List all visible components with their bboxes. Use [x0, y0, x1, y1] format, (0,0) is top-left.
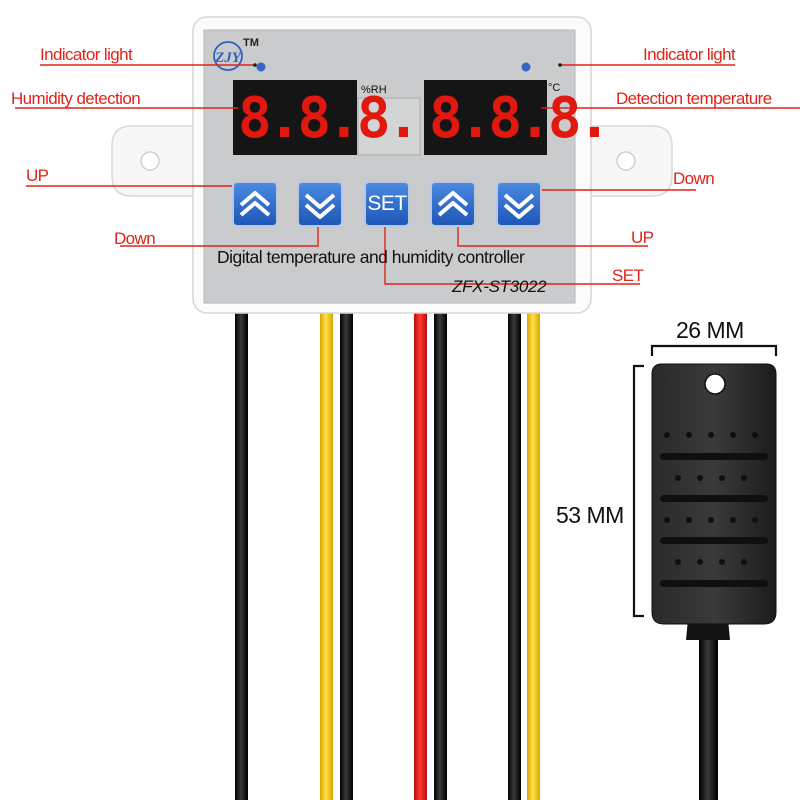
callout-up-right: UP — [631, 228, 654, 247]
controller-wires — [235, 312, 540, 800]
sensor-width-label: 26 MM — [676, 317, 744, 343]
set-button[interactable]: SET — [364, 181, 410, 227]
callout-down-left: Down — [114, 229, 156, 248]
temperature-display-window — [424, 80, 547, 155]
down-button-right[interactable] — [496, 181, 542, 227]
humidity-unit-label: %RH — [361, 84, 387, 96]
wire-black-4 — [508, 312, 521, 800]
width-bracket — [650, 344, 778, 356]
model-number: ZFX-ST3022 — [452, 277, 547, 296]
humidity-display-window — [233, 80, 357, 155]
sensor-vents — [660, 432, 768, 587]
wire-yellow-1 — [320, 312, 333, 800]
callout-humidity-detection: Humidity detection — [11, 89, 141, 108]
callout-down-right: Down — [673, 169, 715, 188]
mounting-ears — [111, 125, 673, 197]
sensor-mount-hole — [704, 373, 726, 395]
down-chevron-icon — [304, 193, 336, 219]
set-button-label: SET — [367, 192, 407, 215]
wire-red — [414, 312, 427, 800]
callout-set: SET — [612, 266, 644, 285]
up-button-right[interactable] — [430, 181, 476, 227]
controller-body: ZJY — [192, 16, 592, 314]
height-bracket — [632, 364, 644, 618]
panel-title: Digital temperature and humidity control… — [217, 247, 525, 267]
wire-black-2 — [340, 312, 353, 800]
logo-icon — [213, 41, 243, 71]
wire-black-3 — [434, 312, 447, 800]
humidity-readout: 8.8.8. — [238, 86, 420, 151]
down-chevron-icon — [503, 193, 535, 219]
callout-up-left: UP — [26, 166, 49, 185]
sensor-housing — [651, 363, 777, 625]
indicator-light-right — [521, 62, 531, 72]
callout-detection-temperature: Detection temperature — [616, 89, 772, 108]
temperature-unit-label: °C — [548, 82, 561, 94]
sensor-height-label: 53 MM — [556, 502, 624, 528]
up-button-left[interactable] — [232, 181, 278, 227]
wire-yellow-2 — [527, 312, 540, 800]
dimension-brackets — [632, 344, 778, 618]
down-button-left[interactable] — [297, 181, 343, 227]
up-chevron-icon — [239, 191, 271, 217]
indicator-light-left — [256, 62, 266, 72]
sensor-cable — [699, 600, 718, 800]
leader-lines — [15, 64, 800, 285]
callout-indicator-light-right: Indicator light — [643, 45, 736, 64]
up-chevron-icon — [437, 191, 469, 217]
wire-black-1 — [235, 312, 248, 800]
logo-mark: ZJY — [214, 50, 243, 66]
callout-indicator-light-left: Indicator light — [40, 45, 133, 64]
trademark: TM — [243, 37, 259, 49]
sensor-probe — [651, 363, 777, 800]
temperature-readout: 8.8.8. — [429, 86, 611, 151]
